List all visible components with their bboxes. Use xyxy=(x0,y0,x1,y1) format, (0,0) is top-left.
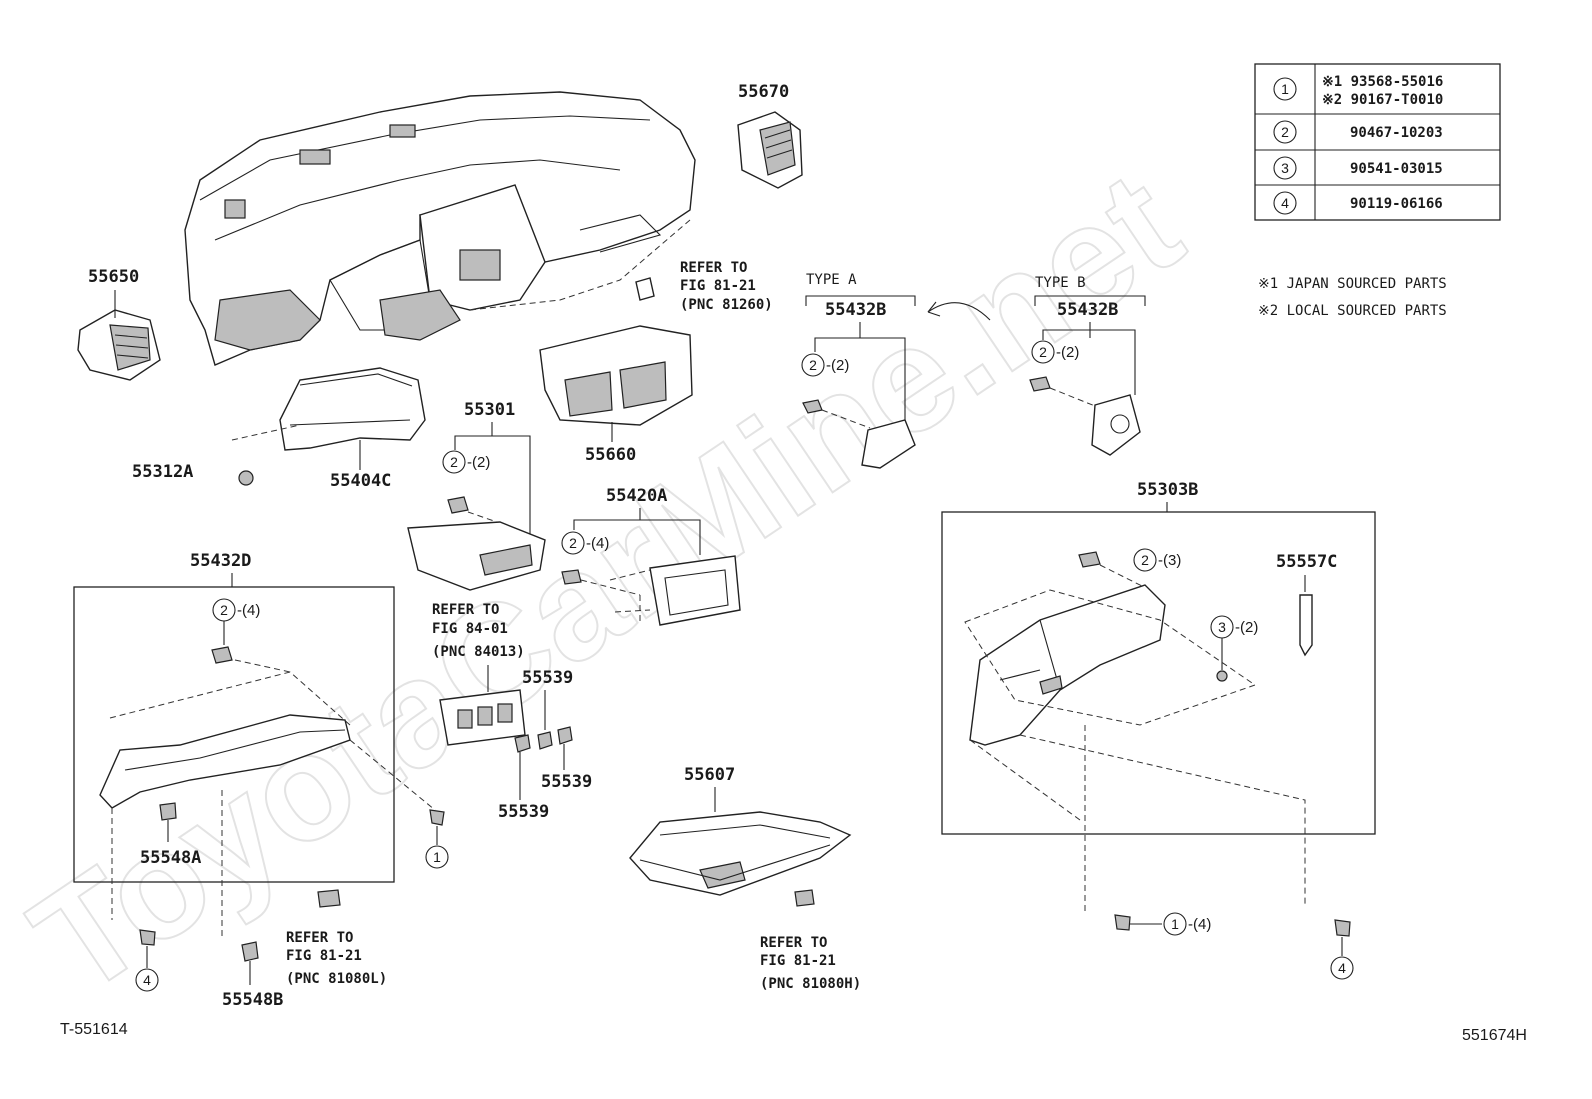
callout-type-b-num: 2 xyxy=(1039,344,1047,360)
legend-value-4: 90119-06166 xyxy=(1350,196,1443,212)
clip-81080H xyxy=(794,889,815,907)
label-55432D: 55432D xyxy=(190,551,251,571)
callout-55303B-3-num: 3 xyxy=(1218,619,1226,635)
callout-55432D-num: 2 xyxy=(220,602,228,618)
ref-81080L-line2: FIG 81-21 xyxy=(286,948,362,964)
label-55670: 55670 xyxy=(738,82,789,102)
legend-key-1: 1 xyxy=(1281,81,1289,97)
glovebox-tray-55607 xyxy=(629,811,852,896)
label-55420A: 55420A xyxy=(606,486,667,506)
legend-key-3: 3 xyxy=(1281,160,1289,176)
legend-value-1a: ※1 93568-55016 xyxy=(1322,74,1443,90)
label-55303B: 55303B xyxy=(1137,480,1198,500)
ref-81080H-line1: REFER TO xyxy=(760,935,827,951)
callout-type-b-qty: -(2) xyxy=(1056,344,1079,361)
ref-81260-line3: (PNC 81260) xyxy=(680,297,773,313)
footer-left-code: T-551614 xyxy=(60,1021,128,1038)
bolt-4-left xyxy=(139,929,156,946)
label-55539-bottom: 55539 xyxy=(498,802,549,822)
callout-type-a-num: 2 xyxy=(809,357,817,373)
instrument-panel-drawing xyxy=(184,91,696,366)
watermark: ToyotaCarMine.net xyxy=(4,138,1208,1026)
ref-84013-line2: FIG 84-01 xyxy=(432,621,508,637)
ref-84013-line1: REFER TO xyxy=(432,602,499,618)
box-55432D xyxy=(73,586,395,883)
callout-55303B-2-num: 2 xyxy=(1141,552,1149,568)
bolt-4-right xyxy=(1334,919,1351,937)
label-55650: 55650 xyxy=(88,267,139,287)
type-b-label: TYPE B xyxy=(1035,275,1086,291)
ref-81260-line2: FIG 81-21 xyxy=(680,278,756,294)
switch-base-type-a xyxy=(861,419,916,469)
type-a-label: TYPE A xyxy=(806,272,857,288)
callout-55420A-qty: -(4) xyxy=(586,535,609,552)
vent-55650 xyxy=(77,309,161,381)
cluster-hood-55404C xyxy=(279,367,426,451)
ref-81080H-line3: (PNC 81080H) xyxy=(760,976,861,992)
callout-55303B-3-qty: -(2) xyxy=(1235,619,1258,636)
clip-55548B xyxy=(241,941,259,962)
legend-key-2: 2 xyxy=(1281,124,1289,140)
vent-55670 xyxy=(737,111,803,189)
ref-81080L-line3: (PNC 81080L) xyxy=(286,971,387,987)
label-55607: 55607 xyxy=(684,765,735,785)
bezel-55420A xyxy=(649,555,741,626)
callout-bolt1-num: 1 xyxy=(433,849,441,865)
ref-81080L-line1: REFER TO xyxy=(286,930,353,946)
label-55557C: 55557C xyxy=(1276,552,1337,572)
callout-bottom1-qty: -(4) xyxy=(1188,916,1211,933)
center-panel-55660 xyxy=(539,325,693,426)
damper-55557C xyxy=(1299,594,1313,657)
bolt-1 xyxy=(429,809,445,826)
label-55432B-type-a: 55432B xyxy=(825,300,886,320)
label-55432B-type-b: 55432B xyxy=(1057,300,1118,320)
ref-84013-line3: (PNC 84013) xyxy=(432,644,525,660)
legend-value-2: 90467-10203 xyxy=(1350,125,1443,141)
legend-value-1b: ※2 90167-T0010 xyxy=(1322,92,1443,108)
callout-55301-num: 2 xyxy=(450,454,458,470)
switch-block-84013 xyxy=(439,689,526,746)
clip-55539-2 xyxy=(537,731,553,750)
callout-55420A-num: 2 xyxy=(569,535,577,551)
label-55660: 55660 xyxy=(585,445,636,465)
ref-81080H-line2: FIG 81-21 xyxy=(760,953,836,969)
callout-type-a-qty: -(2) xyxy=(826,357,849,374)
note-local-sourced: ※2 LOCAL SOURCED PARTS xyxy=(1258,303,1447,319)
glovebox-door-55303B xyxy=(969,584,1166,746)
label-55404C: 55404C xyxy=(330,471,391,491)
label-55548B: 55548B xyxy=(222,990,283,1010)
legend-key-4: 4 xyxy=(1281,195,1289,211)
ref-81260-line1: REFER TO xyxy=(680,260,747,276)
clip-55539-1 xyxy=(514,734,531,753)
label-55312A: 55312A xyxy=(132,462,193,482)
label-55548A: 55548A xyxy=(140,848,201,868)
clip-55312A xyxy=(238,470,254,486)
switch-base-type-b xyxy=(1091,394,1141,456)
callout-55432D-qty: -(4) xyxy=(237,602,260,619)
legend-value-3: 90541-03015 xyxy=(1350,161,1443,177)
callout-55303B-2-qty: -(3) xyxy=(1158,552,1181,569)
label-55539-top: 55539 xyxy=(522,668,573,688)
box-55303B xyxy=(941,511,1376,835)
clip-81260 xyxy=(635,277,655,301)
lower-panel-55301 xyxy=(407,521,546,591)
note-japan-sourced: ※1 JAPAN SOURCED PARTS xyxy=(1258,276,1447,292)
callout-bottom1-num: 1 xyxy=(1171,916,1179,932)
label-55539-right: 55539 xyxy=(541,772,592,792)
bolt-1-bottom xyxy=(1114,914,1131,931)
callout-bolt4b-num: 4 xyxy=(1338,960,1346,976)
arrow-type-b-to-a xyxy=(927,302,991,321)
clip-55539-3 xyxy=(557,726,573,745)
callout-bolt4a-num: 4 xyxy=(143,972,151,988)
legend-table: 1 ※1 93568-55016 ※2 90167-T0010 2 90467-… xyxy=(1254,63,1501,221)
callout-55301-qty: -(2) xyxy=(467,454,490,471)
label-55301: 55301 xyxy=(464,400,515,420)
footer-right-code: 551674H xyxy=(1462,1027,1527,1044)
clip-81080L xyxy=(317,889,341,908)
